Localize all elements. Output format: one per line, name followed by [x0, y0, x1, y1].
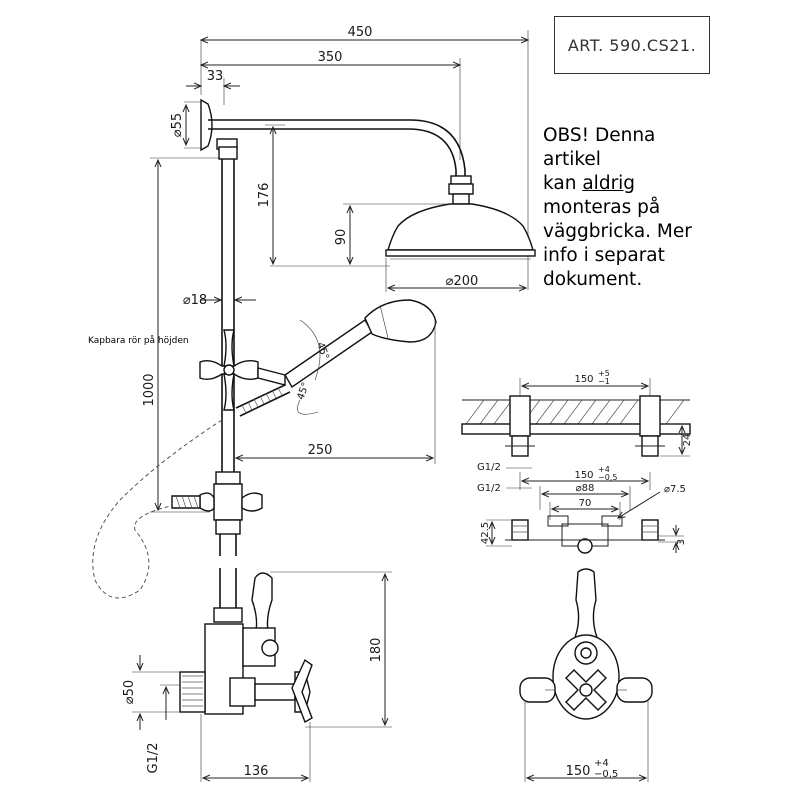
dim-angle-down-label: 45°: [295, 381, 311, 401]
dim-180: 180: [270, 571, 392, 728]
shower-hose: [92, 384, 291, 599]
valve-side-view: [179, 572, 313, 724]
dim-dia200-label: ⌀200: [446, 274, 479, 289]
shower-head: [385, 175, 536, 260]
dim-250-label: 250: [308, 443, 333, 458]
detail-thread-1: G1/2: [477, 462, 532, 473]
note-line-7: dokument.: [543, 269, 643, 290]
dim-dia200: ⌀200: [385, 258, 526, 292]
hand-shower: [284, 299, 437, 389]
dim-150-bottom: 150 +4 −0,5: [524, 700, 649, 782]
detail-dim-70: 70: [549, 498, 621, 520]
installation-note: OBS! Denna artikel kan aldrig monteras p…: [543, 124, 723, 292]
detail-dim-3-label: 3: [676, 539, 687, 545]
dim-90: 90: [270, 203, 450, 267]
dim-dia18-label: ⌀18: [183, 293, 207, 308]
dim-136-label: 136: [244, 764, 269, 779]
detail-dim-150-mid-label: 150: [574, 470, 593, 481]
dim-90-label: 90: [334, 229, 349, 246]
detail-dim-42-5: 42.5: [480, 519, 512, 547]
detail-dim-dia88: ⌀88: [539, 483, 631, 510]
dim-g12-left-label: G1/2: [146, 743, 161, 774]
detail-dim-dia7-5-label: ⌀7.5: [664, 484, 686, 495]
detail-dim-150-mid-tol-lower: −0,5: [598, 473, 617, 482]
dim-1000: 1000: [142, 157, 220, 513]
detail-dim-150-top-tol-upper: +5: [598, 369, 610, 378]
dim-250: 250: [236, 320, 436, 464]
detail-dim-70-label: 70: [579, 498, 592, 509]
dim-dia50: ⌀50: [122, 655, 180, 730]
valve-front-view: [519, 568, 653, 720]
note-line-4: monteras på: [543, 197, 661, 218]
note-line-1: OBS! Denna: [543, 125, 656, 146]
detail-thread-1-label: G1/2: [477, 462, 501, 473]
note-underlined-word: aldrig: [582, 173, 636, 194]
dim-350: 350: [201, 50, 460, 160]
note-line-5: väggbricka. Mer: [543, 221, 692, 242]
dim-33: 33: [186, 69, 240, 105]
dim-176-label: 176: [257, 183, 272, 208]
detail-dim-150-mid: 150 +4 −0,5: [519, 465, 651, 490]
dim-1000-label: 1000: [142, 373, 157, 406]
dim-350-label: 350: [318, 50, 343, 65]
detail-thread-2: G1/2: [477, 483, 532, 494]
detail-dim-24-label: 24: [682, 434, 693, 447]
detail-dim-150-top-label: 150: [574, 374, 593, 385]
detail-mounting-plan: [505, 515, 665, 554]
detail-dim-150-mid-tol-upper: +4: [598, 465, 610, 474]
wall-flange: ⌀55: [170, 98, 213, 152]
article-number: ART. 590.CS21.: [567, 35, 697, 55]
dim-dia18: ⌀18: [183, 293, 256, 308]
detail-wall-section: [461, 395, 691, 457]
detail-dim-150-top-tol-lower: −1: [598, 377, 610, 386]
dim-33-label: 33: [207, 69, 224, 84]
dim-150-bottom-tol-lower: −0,5: [594, 769, 618, 780]
article-number-box: ART. 590.CS21.: [554, 16, 710, 74]
detail-dim-24: 24: [660, 423, 693, 457]
slide-holder: [199, 329, 286, 411]
dim-176: 176: [257, 124, 285, 264]
note-line-3-prefix: kan: [543, 173, 583, 194]
detail-dim-42-5-label: 42.5: [480, 522, 491, 544]
detail-dim-dia7-5: ⌀7.5: [618, 484, 686, 518]
detail-dim-150-top: 150 +5 −1: [519, 369, 651, 396]
dim-150-bottom-tol-upper: +4: [594, 758, 609, 769]
dim-g12-left: G1/2: [146, 684, 180, 774]
dim-150-bottom-label: 150: [566, 764, 591, 779]
detail-dim-3: 3: [658, 525, 687, 553]
dim-180-label: 180: [369, 638, 384, 663]
note-line-2: artikel: [543, 149, 601, 170]
dim-450-label: 450: [348, 25, 373, 40]
dim-dia55-label: ⌀55: [170, 113, 185, 137]
detail-dim-dia88-label: ⌀88: [576, 483, 595, 494]
diverter-assembly: [171, 445, 263, 623]
note-line-6: info i separat: [543, 245, 665, 266]
dim-136: 136: [200, 714, 311, 782]
dim-dia50-label: ⌀50: [122, 680, 137, 704]
note-line-3: kan aldrig: [543, 172, 723, 196]
cuttable-pipe-label: Kapbara rör på höjden: [88, 336, 189, 346]
detail-thread-2-label: G1/2: [477, 483, 501, 494]
shower-arm: [208, 119, 466, 180]
